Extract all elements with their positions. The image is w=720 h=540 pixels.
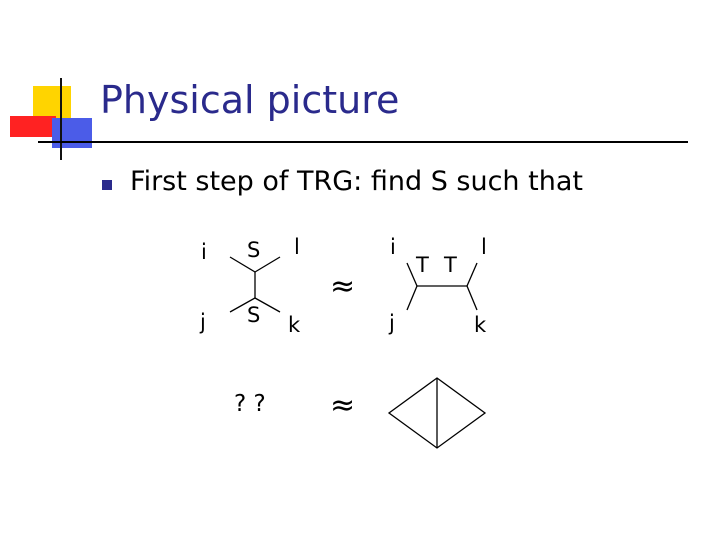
bullet-text: First step of TRG: find S such that: [130, 166, 583, 197]
right-leg-j: [406, 285, 418, 311]
decor-vertical-line: [60, 78, 62, 160]
decor-blue-square: [52, 118, 92, 148]
left-label-s-top: S: [247, 238, 261, 262]
page-title: Physical picture: [100, 78, 400, 122]
title-underline: [38, 141, 688, 143]
right-leg-l: [466, 262, 478, 287]
left-label-s-bottom: S: [247, 303, 261, 327]
right-label-l: l: [481, 235, 487, 259]
bullet-marker-icon: [102, 180, 112, 190]
left-label-k: k: [288, 313, 301, 337]
right-label-k: k: [474, 313, 487, 337]
right-label-t-left: T: [416, 253, 429, 277]
right-leg-k: [466, 285, 478, 311]
left-label-l: l: [294, 235, 300, 259]
right-label-j: j: [389, 311, 395, 335]
decor-red-bar: [10, 116, 56, 137]
left-leg-k: [254, 297, 281, 313]
left-leg-j: [229, 297, 256, 313]
right-label-t-right: T: [444, 253, 457, 277]
approx-symbol-top: ≈: [330, 269, 356, 304]
unknown-label: ? ?: [234, 391, 266, 417]
right-leg-i: [406, 262, 418, 287]
left-leg-i: [229, 256, 256, 273]
approx-symbol-bottom: ≈: [330, 388, 356, 423]
left-leg-l: [254, 256, 281, 273]
left-label-i: i: [201, 240, 207, 264]
left-label-j: j: [200, 310, 206, 334]
right-label-i: i: [390, 235, 396, 259]
